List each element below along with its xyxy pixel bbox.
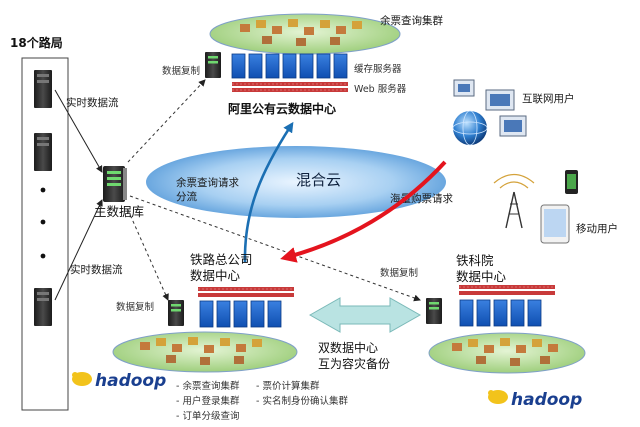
globe-icon xyxy=(452,110,488,146)
phone-icon xyxy=(565,170,578,194)
academy-tower-icon xyxy=(426,298,442,324)
replication-to-hq-arrow xyxy=(127,209,169,301)
aliyun-cluster-nodes xyxy=(240,19,362,46)
signal-tower-icon xyxy=(493,173,535,229)
academy-red-servers xyxy=(459,285,555,295)
ellipsis-dot xyxy=(40,187,46,193)
query-offload-arrow xyxy=(243,121,294,263)
hadoop-logo-left: hadoop xyxy=(72,371,166,391)
railway-hq-cluster-nodes xyxy=(140,337,262,365)
svg-text:hadoop: hadoop xyxy=(511,390,582,410)
cluster-item: - 用户登录集群 xyxy=(176,395,240,407)
mobile-users-label: 移动用户 xyxy=(576,222,618,235)
tablet-icon xyxy=(540,204,570,244)
main-database-icon xyxy=(103,166,127,202)
svg-text:hadoop: hadoop xyxy=(95,371,166,391)
aliyun-server-tower-icon xyxy=(205,52,221,78)
cluster-item: - 余票查询集群 xyxy=(176,380,240,392)
academy-cluster-nodes xyxy=(452,338,558,366)
purchase-request-arrow xyxy=(280,160,447,263)
replication-to-aliyun-arrow xyxy=(127,79,206,163)
hybrid-cloud-label: 混合云 xyxy=(296,171,341,189)
purchase-request-label: 海量购票请求 xyxy=(390,192,453,205)
cluster-list: - 余票查询集群 - 用户登录集群 - 订单分级查询 - 票价计算集群 - 实名… xyxy=(176,380,348,422)
backup-label-2: 互为容灾备份 xyxy=(318,356,390,371)
academy-label-1: 铁科院 xyxy=(456,253,494,268)
realtime-flow-bottom-label: 实时数据流 xyxy=(70,263,123,276)
internet-users-label: 互联网用户 xyxy=(522,92,575,105)
aliyun-cluster-label: 余票查询集群 xyxy=(380,14,443,27)
bureau-server-3-icon xyxy=(34,288,52,326)
ellipsis-dot xyxy=(40,219,46,225)
academy-blue-servers xyxy=(459,299,542,327)
aliyun-web-servers xyxy=(232,82,348,92)
aliyun-web-label: Web 服务器 xyxy=(354,83,407,95)
query-request-label-2: 分流 xyxy=(176,190,197,203)
railway-hq-label-2: 数据中心 xyxy=(190,268,241,283)
replication-left-label: 数据复制 xyxy=(116,301,154,313)
replication-top-label: 数据复制 xyxy=(162,65,200,77)
cluster-item: - 订单分级查询 xyxy=(176,410,239,422)
hadoop-logo-right: hadoop xyxy=(488,390,582,410)
cluster-item: - 票价计算集群 xyxy=(256,380,320,392)
internet-computers-icon xyxy=(453,79,527,137)
realtime-flow-bottom-arrow xyxy=(54,199,103,301)
railway-hq-label-1: 铁路总公司 xyxy=(190,252,253,267)
aliyun-title: 阿里公有云数据中心 xyxy=(228,101,336,116)
backup-label-1: 双数据中心 xyxy=(318,340,378,355)
realtime-flow-top-arrow xyxy=(54,89,103,173)
hybrid-cloud xyxy=(146,146,446,218)
academy-label-2: 数据中心 xyxy=(456,269,507,284)
bureaus-panel xyxy=(21,57,69,411)
bureaus-title: 18个路局 xyxy=(10,35,63,50)
ellipsis-dot xyxy=(40,253,46,259)
aliyun-cache-label: 缓存服务器 xyxy=(354,63,402,75)
cluster-item: - 实名制身份确认集群 xyxy=(256,395,348,407)
bureau-server-1-icon xyxy=(34,70,52,108)
realtime-flow-top-label: 实时数据流 xyxy=(66,96,119,109)
query-request-label-1: 余票查询请求 xyxy=(176,176,239,189)
bureau-server-2-icon xyxy=(34,133,52,171)
disaster-backup-arrow xyxy=(308,297,422,333)
railway-hq-blue-servers xyxy=(199,300,282,328)
railway-hq-tower-icon xyxy=(168,300,184,326)
replication-right-label: 数据复制 xyxy=(380,267,418,279)
railway-hq-red-servers xyxy=(198,287,294,297)
main-database-label: 主数据库 xyxy=(94,204,144,219)
aliyun-cache-servers xyxy=(231,53,348,79)
